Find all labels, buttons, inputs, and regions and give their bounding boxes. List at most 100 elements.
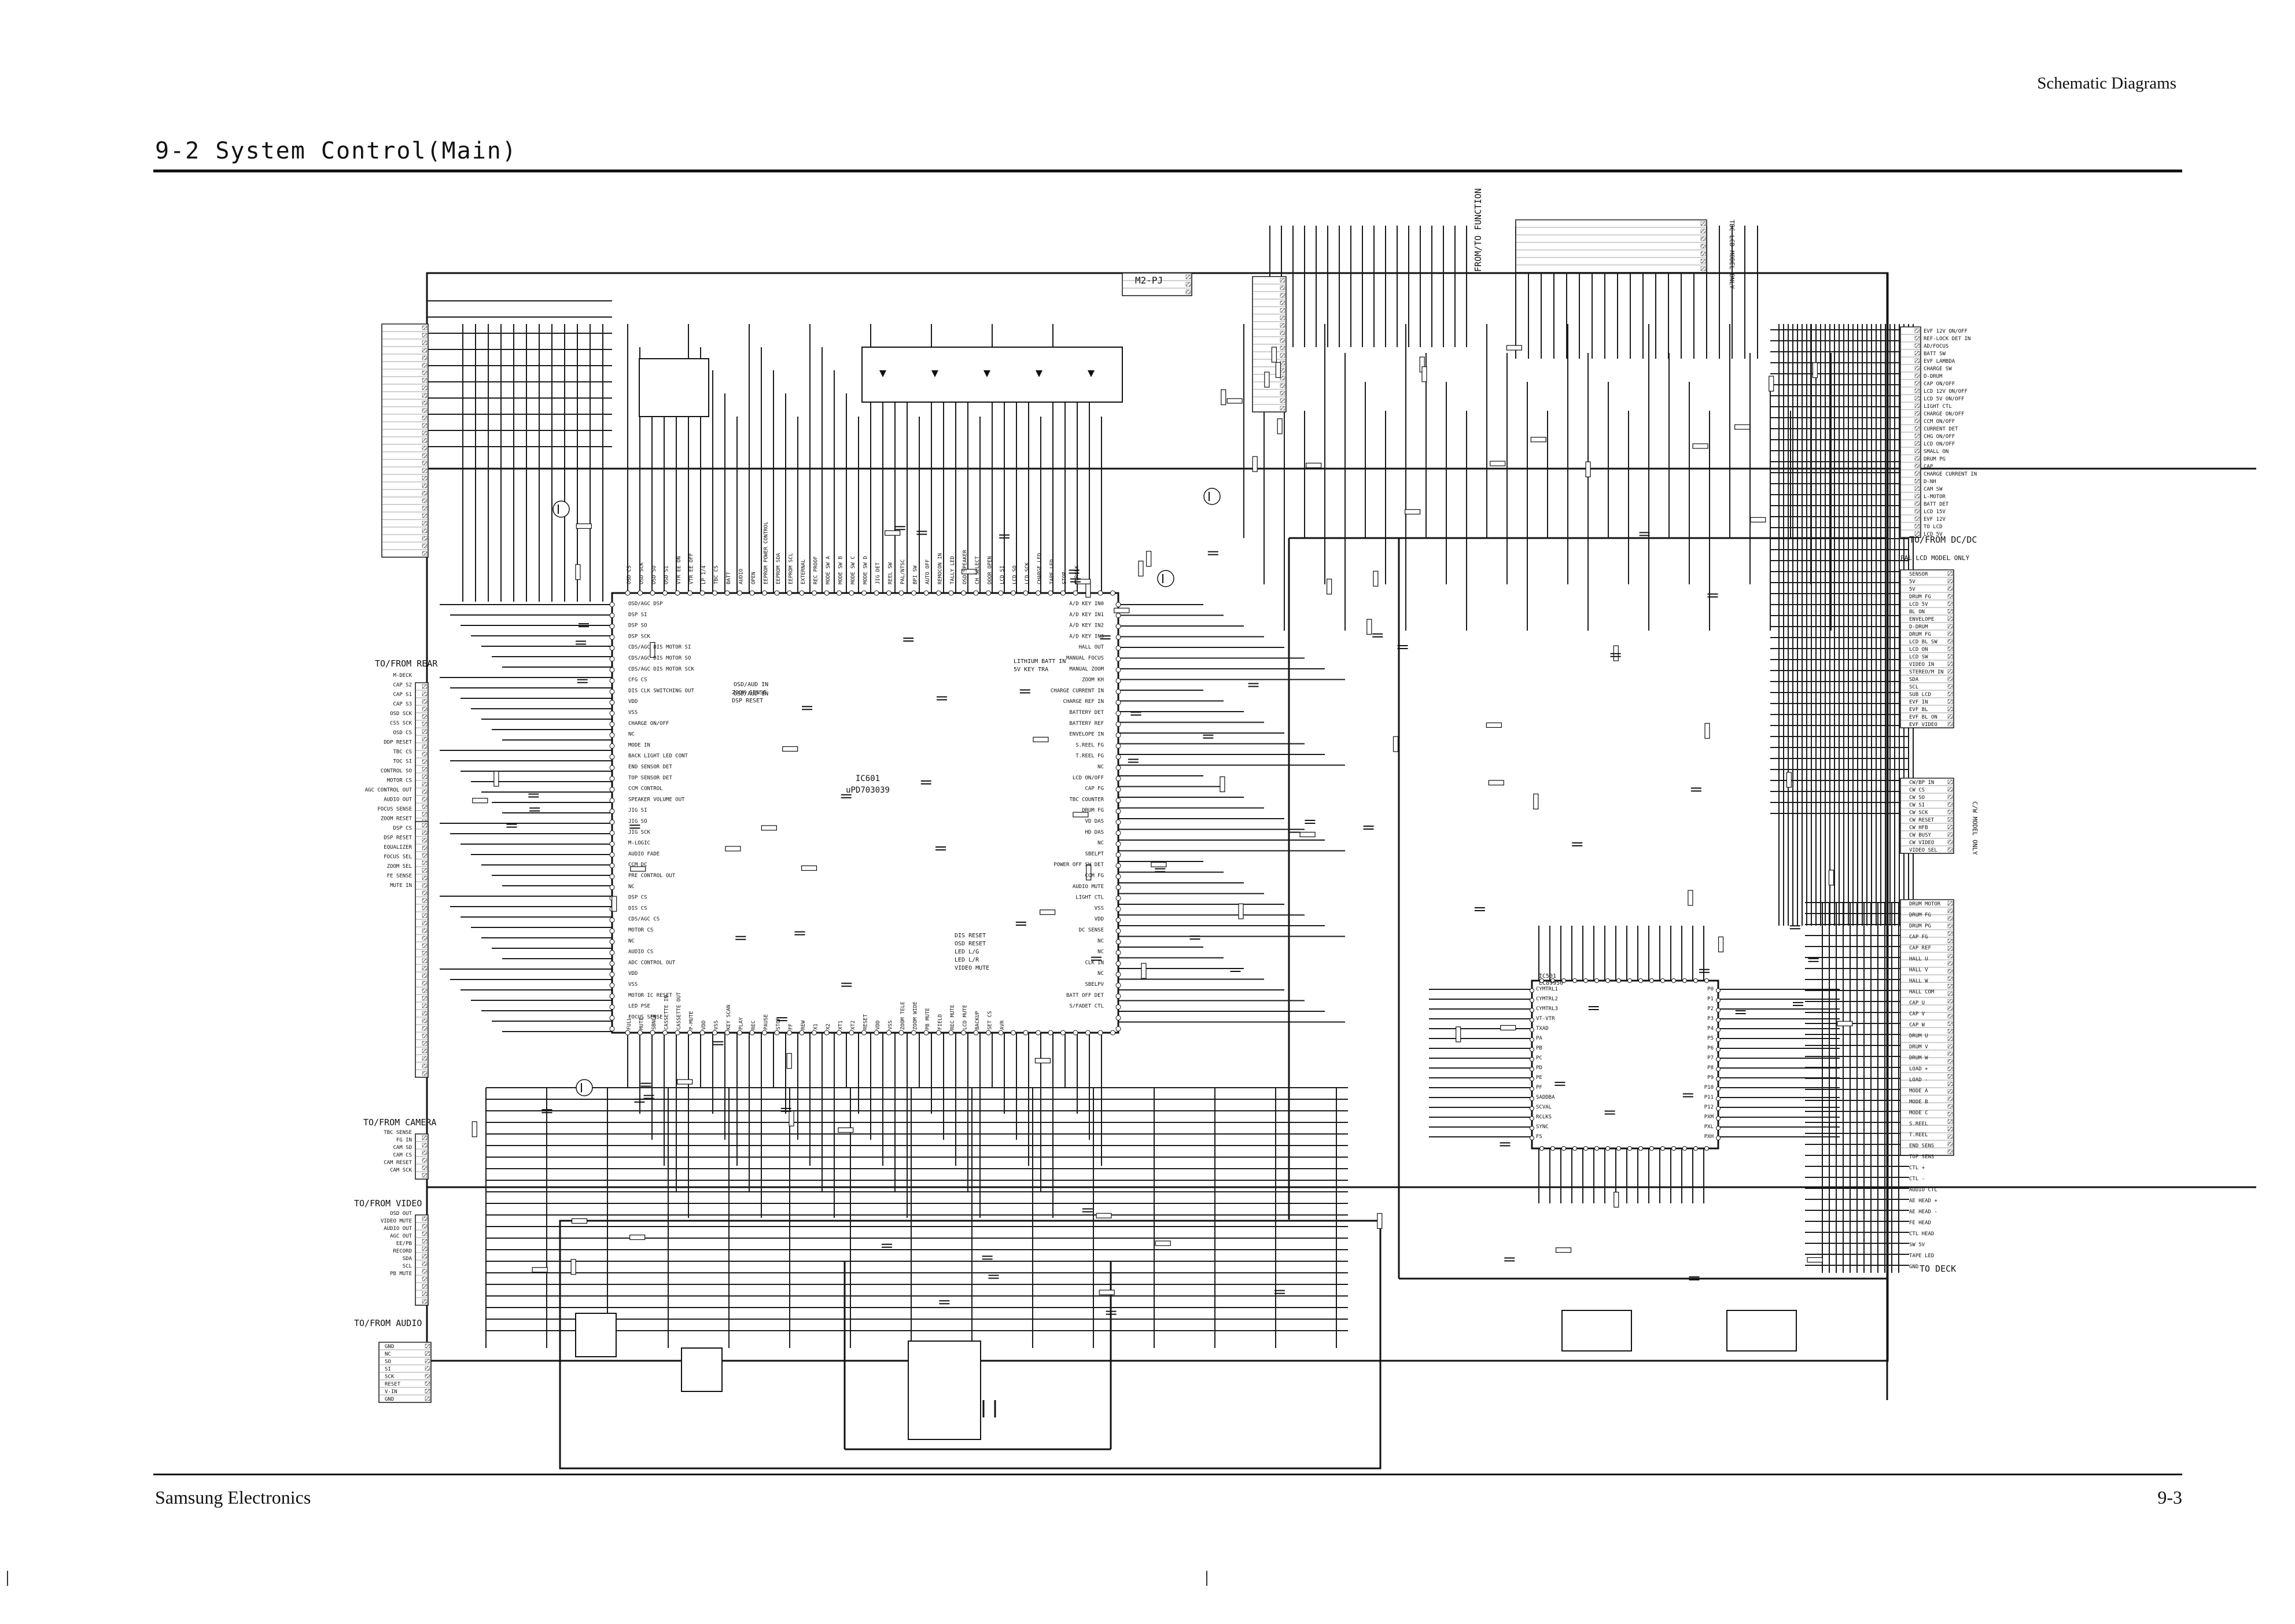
ic601-body: [611, 592, 1119, 1034]
camera-pin-labels-label: CAM SCK: [390, 1168, 412, 1173]
ic601-right-labels-label: CAP FG: [1085, 786, 1104, 792]
ic601-note-label: LED L/R: [955, 957, 979, 963]
dcdc-pin-labels-label: EVF LAMBDA: [1924, 359, 1955, 364]
header-rule: [153, 170, 2182, 172]
connector-top-left: [381, 323, 429, 558]
deck-pin-labels-label: HALL COM: [1909, 989, 1935, 995]
page-title: 9-2 System Control(Main): [155, 138, 517, 164]
ic601-left-labels-label: NC: [628, 884, 635, 890]
ic601-right-labels-label: MANUAL ZOOM: [1069, 666, 1104, 672]
ic601-bottom-labels-label: VSS: [888, 1021, 894, 1030]
ic601-note-label: DSP RESET: [732, 698, 763, 704]
ic501-right-labels-label: P7: [1707, 1055, 1714, 1061]
deck-pin-labels-label: HALL U: [1909, 956, 1928, 962]
ic601-bottom-labels-label: KEY SCAN: [726, 1005, 732, 1030]
ic601-note-label: ZOOM SENSE: [732, 690, 767, 696]
dcdc-pin-labels-label: TO LCD: [1924, 524, 1943, 530]
ic601-bottom-labels-label: VDD: [701, 1021, 707, 1030]
dcdc-pin-labels-label: BATT DET: [1924, 502, 1949, 507]
ic601-left-labels-label: END SENSOR DET: [628, 764, 672, 770]
ic601-top-labels-label: STOP: [1062, 572, 1068, 584]
label-function: FROM/TO FUNCTION: [1473, 189, 1483, 272]
dcdc-pin-labels-label: CHARGE ON/OFF: [1924, 411, 1964, 417]
ic601-top-labels-label: MODE SW A: [826, 556, 831, 584]
ic601-top-labels-label: PAL/NTSC: [900, 559, 906, 584]
deck-pin-labels-label: TAPE LED: [1909, 1253, 1934, 1259]
dcdc-pin-labels-label: L-MOTOR: [1924, 494, 1946, 500]
ic501-left-labels-label: VT-VTR: [1536, 1016, 1555, 1022]
pal-pin-labels-label: 5V: [1909, 587, 1915, 592]
ic601-left-labels-label: ADC CONTROL OUT: [628, 960, 676, 966]
ic601-right-labels-label: HALL OUT: [1079, 645, 1104, 650]
deck-pin-labels-label: DRUM MOTOR: [1909, 901, 1941, 907]
ic501-left-labels-label: PF: [1536, 1085, 1542, 1091]
ic501-right-labels-label: P2: [1707, 1006, 1714, 1012]
rear-pin-labels-label: EQUALIZER: [384, 845, 412, 850]
dcdc-pin-labels-label: LCD ON/OFF: [1924, 441, 1955, 447]
rear-pin-labels-label: CONTROL SO: [381, 768, 412, 774]
label-dcdc: TO/FROM DC/DC: [1909, 535, 1977, 545]
audio-pin-labels-label: GND: [385, 1344, 394, 1350]
pal-pin-labels-label: SUB LCD: [1909, 692, 1931, 698]
ic601-note-label: DIS RESET: [955, 933, 986, 939]
ic601-right-labels-label: LCD ON/OFF: [1073, 775, 1104, 781]
ic601-right-labels-label: CHARGE REF IN: [1063, 699, 1104, 705]
dcdc-pin-labels-label: LCD 5V ON/OFF: [1924, 396, 1964, 402]
cw-pin-labels-label: CW HFB: [1909, 825, 1928, 831]
ic501-left-labels-label: RCLKS: [1536, 1114, 1552, 1120]
ic601-bottom-labels-label: SBNLE: [651, 1014, 657, 1030]
audio-pin-labels-label: RESET: [385, 1382, 401, 1387]
ic601-pins: [609, 590, 1121, 1036]
cw-pin-labels-label: CW VIDEO: [1909, 840, 1934, 846]
rear-pin-labels-label: FOCUS SEL: [384, 855, 412, 860]
rear-pin-labels-label: ZOOM RESET: [381, 816, 412, 822]
ic601-left-labels-label: CDS/AGC CS: [628, 916, 660, 922]
connector-pal: [1900, 569, 1954, 728]
cw-pin-labels-label: CW SO: [1909, 795, 1925, 801]
pal-pin-labels-label: SENSOR: [1909, 572, 1928, 577]
connector-camera: [415, 1133, 429, 1180]
ic601-top-labels-label: OSD SO: [651, 565, 657, 584]
ic601-left-labels-label: DIS CLK SWITCHING OUT: [628, 688, 694, 694]
deck-pin-labels-label: CTL HEAD: [1909, 1231, 1934, 1237]
ic601-top-labels-label: EEPROM SCL: [789, 553, 794, 584]
pal-pin-labels-label: LCD SW: [1909, 654, 1928, 660]
ic601-note-label: OSD RESET: [955, 941, 986, 947]
deck-pin-labels-label: MODE A: [1909, 1088, 1928, 1094]
pal-pin-labels-label: ENVELOPE: [1909, 617, 1934, 623]
audio-pin-labels-label: NC: [385, 1352, 391, 1357]
footer-rule: [153, 1474, 2182, 1475]
dcdc-pin-labels-label: CAP: [1924, 464, 1933, 470]
ic601-bottom-labels-label: AVR: [1000, 1020, 1005, 1030]
ic601-bottom-labels-label: X2: [826, 1023, 831, 1030]
ic501-right-labels-label: P5: [1707, 1036, 1714, 1041]
label-m2pj: M2-PJ: [1135, 275, 1163, 286]
dcdc-pin-labels-label: SMALL ON: [1924, 449, 1948, 455]
ic601-right-labels-label: NC: [1097, 949, 1104, 955]
ic601-left-labels-label: VSS: [628, 710, 638, 716]
ic601-top-labels-label: BPI SW: [913, 565, 919, 584]
audio-pin-labels-label: SI: [385, 1367, 391, 1372]
ic601-top-labels-label: TBC CS: [714, 565, 720, 584]
dcdc-pin-labels-label: D-DRUM: [1924, 374, 1943, 380]
dcdc-pin-labels-label: CHG ON/OFF: [1924, 434, 1955, 440]
video-pin-labels-label: EE/PB: [396, 1241, 412, 1247]
ic601-left-labels-label: AUDIO CS: [628, 949, 653, 955]
ic601-left-labels-label: VSS: [628, 982, 638, 988]
ic601-top-labels-label: AVRCLK: [1074, 565, 1080, 584]
connector-cw: [1900, 778, 1954, 854]
ic601-top-labels-label: REMOCON IN: [938, 553, 944, 584]
ic601-top-labels-label: AUTO OFF: [925, 559, 931, 584]
pal-pin-labels-label: STEREO/M IN: [1909, 669, 1944, 675]
ic601-left-labels-label: NC: [628, 938, 635, 944]
ic601-bottom-labels-label: FF: [789, 1023, 794, 1030]
ic601-top-labels-label: MODE SW B: [838, 556, 844, 584]
ic601-top-labels-label: CH SELECT: [975, 556, 981, 584]
ic601-bottom-labels-label: XT1: [838, 1021, 844, 1030]
